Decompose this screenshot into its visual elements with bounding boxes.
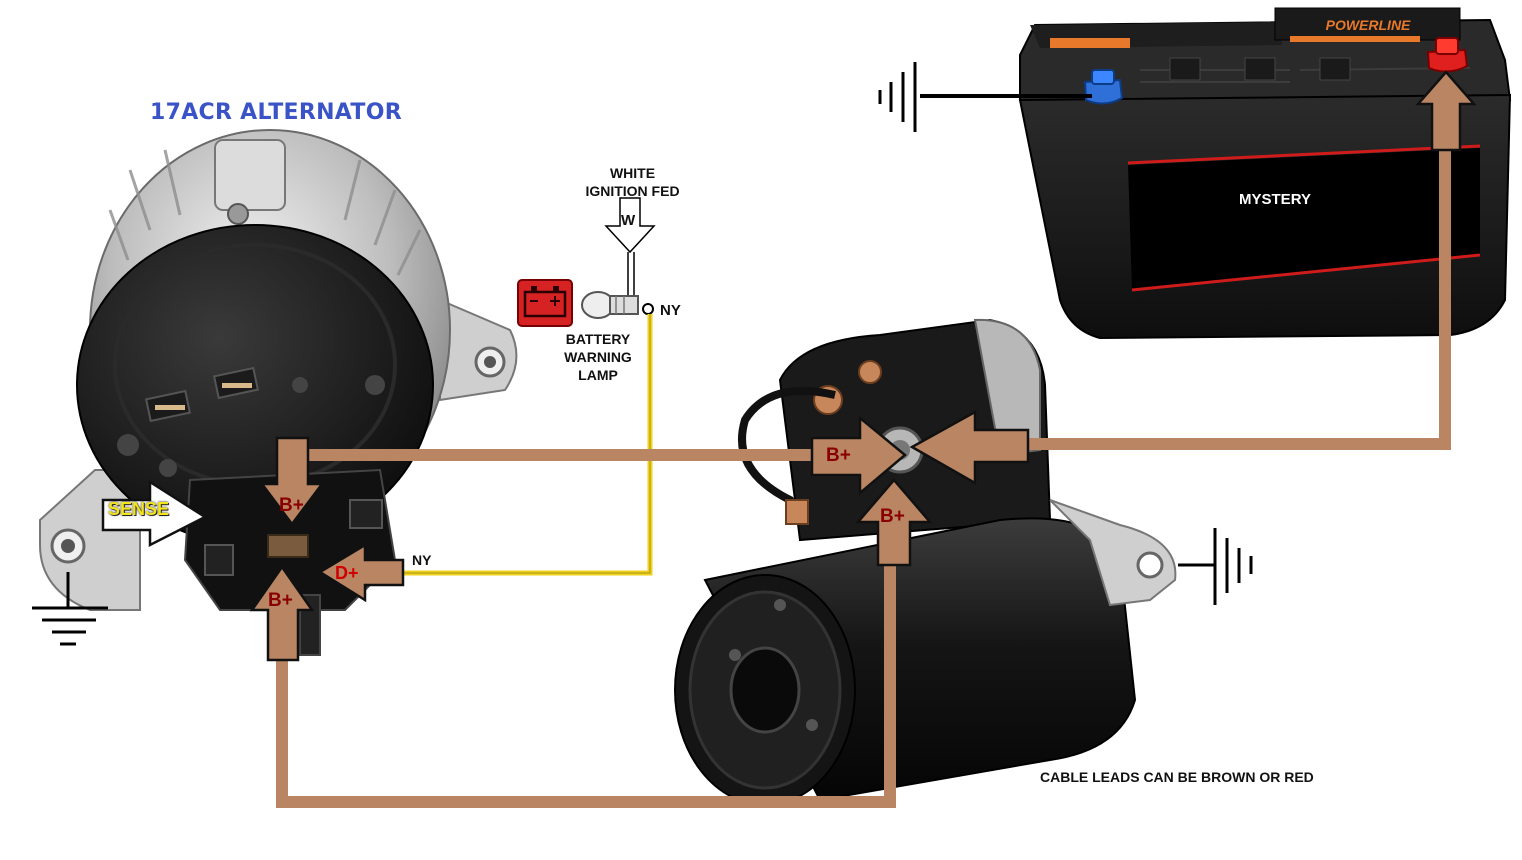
- alternator: [39, 129, 518, 656]
- wire-ny-top-label: NY: [660, 302, 681, 319]
- ignition-feed: [604, 197, 656, 298]
- ground-symbol-icon: [32, 572, 108, 646]
- battery: POWERLINE: [1018, 7, 1512, 340]
- cable-note: CABLE LEADS CAN BE BROWN OR RED: [1040, 769, 1314, 785]
- alternator-b-plus-top: B+: [279, 495, 304, 516]
- ground-symbol-icon: [878, 62, 917, 132]
- ignition-feed-label: WHITE IGNITION FED: [585, 165, 680, 199]
- sense-label: SENSE: [108, 499, 170, 519]
- negative-terminal: [1083, 78, 1124, 105]
- cable-leads: [276, 100, 1451, 808]
- starter-motor: [674, 318, 1177, 806]
- battery-brand: POWERLINE: [1326, 17, 1411, 33]
- alternator-b-plus-bottom: B+: [268, 590, 293, 611]
- battery-label: MYSTERY: [1239, 191, 1311, 208]
- ignition-wire-tag: W: [621, 212, 636, 229]
- alternator-d-plus: D+: [335, 563, 359, 583]
- bulb-icon: [581, 291, 654, 319]
- warning-wire: [400, 314, 653, 576]
- wire-ny-bottom-label: NY: [412, 552, 432, 568]
- starter-b-plus-bottom: B+: [880, 506, 905, 527]
- terminal-arrows: [101, 70, 1477, 662]
- diagram-title: 17ACR ALTERNATOR: [150, 100, 402, 125]
- positive-terminal: [1426, 48, 1469, 73]
- starter-b-plus-left: B+: [826, 445, 851, 466]
- warning-lamp-label: BATTERY WARNING LAMP: [564, 331, 632, 383]
- battery-warning-lamp-icon: [517, 279, 573, 327]
- ground-symbol-icon: [1178, 528, 1253, 605]
